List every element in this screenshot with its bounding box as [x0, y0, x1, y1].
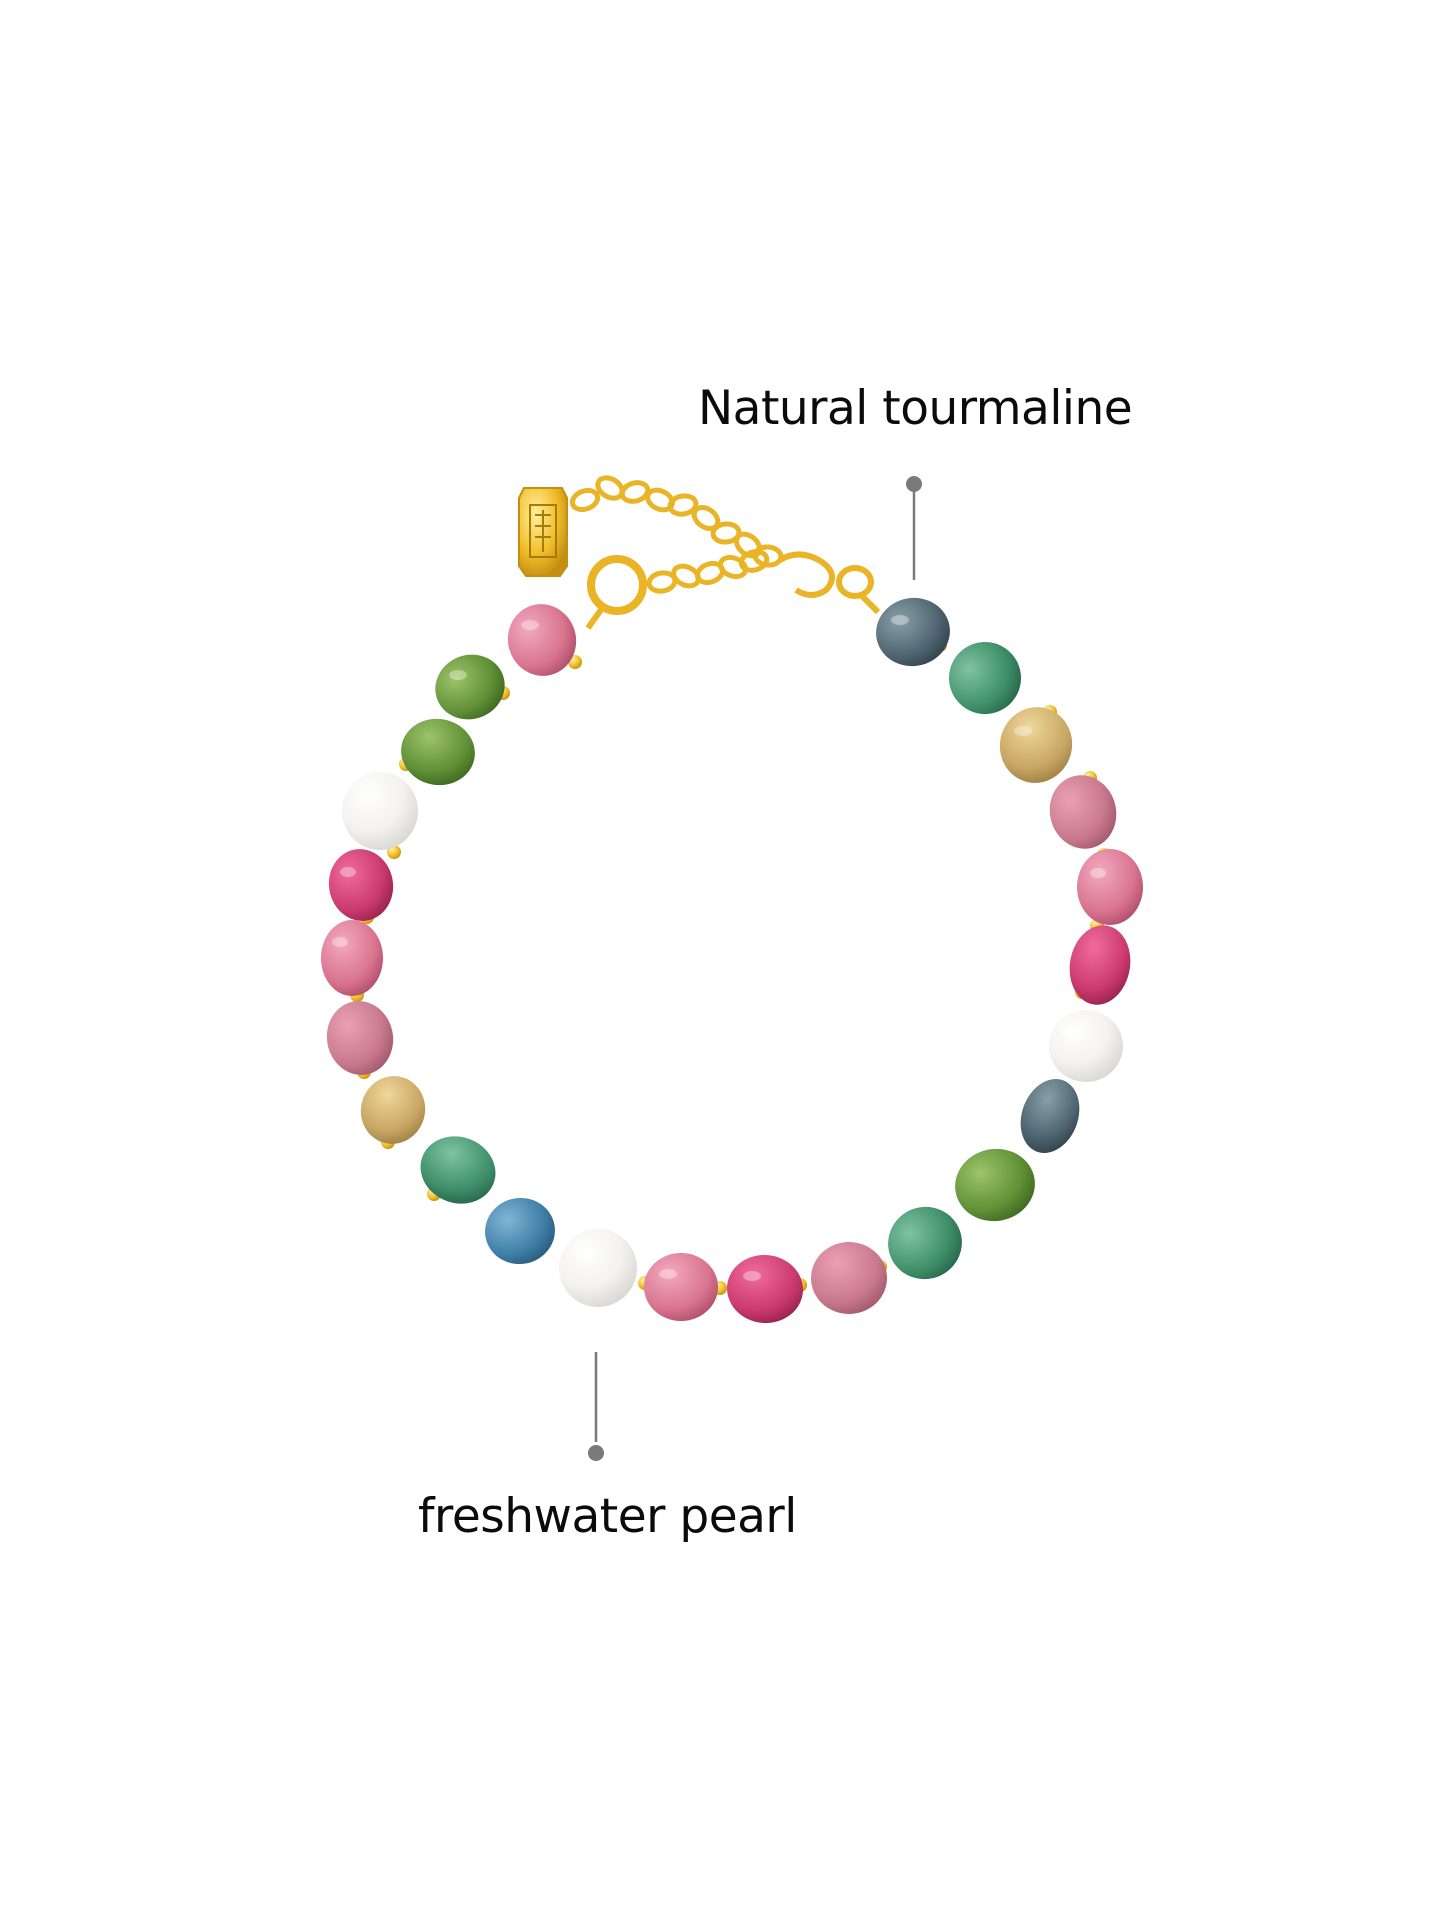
pearl-label: freshwater pearl	[418, 1489, 797, 1544]
clasp-and-extender-chain	[518, 475, 881, 630]
bead	[1077, 849, 1143, 925]
bead	[888, 1206, 962, 1280]
bead	[955, 1148, 1035, 1222]
bead	[1049, 775, 1117, 849]
bead	[326, 1001, 394, 1075]
pearl-bead-callout	[559, 1229, 637, 1307]
bead	[420, 1136, 496, 1204]
bead	[360, 1076, 426, 1144]
bead	[1069, 925, 1131, 1005]
pearl-callout-dot	[588, 1445, 604, 1461]
bead	[401, 718, 475, 786]
pearl-bead	[342, 772, 418, 850]
tourmaline-label: Natural tourmaline	[698, 381, 1133, 436]
bead	[507, 604, 577, 676]
bead	[485, 1197, 555, 1265]
tourmaline-callout	[906, 476, 922, 580]
bead	[999, 707, 1073, 783]
bead	[727, 1254, 803, 1324]
bead-strand	[321, 597, 1143, 1324]
bead	[949, 642, 1021, 714]
bead	[644, 1253, 718, 1321]
bead	[435, 654, 505, 720]
tourmaline-bead-callout	[876, 597, 950, 667]
gold-tag-charm	[518, 487, 568, 577]
pearl-callout	[588, 1352, 604, 1461]
bead	[1020, 1079, 1080, 1153]
bead	[811, 1242, 887, 1314]
bead	[321, 920, 383, 996]
tourmaline-callout-dot	[906, 476, 922, 492]
bead	[328, 849, 394, 921]
pearl-bead	[1049, 1010, 1123, 1082]
